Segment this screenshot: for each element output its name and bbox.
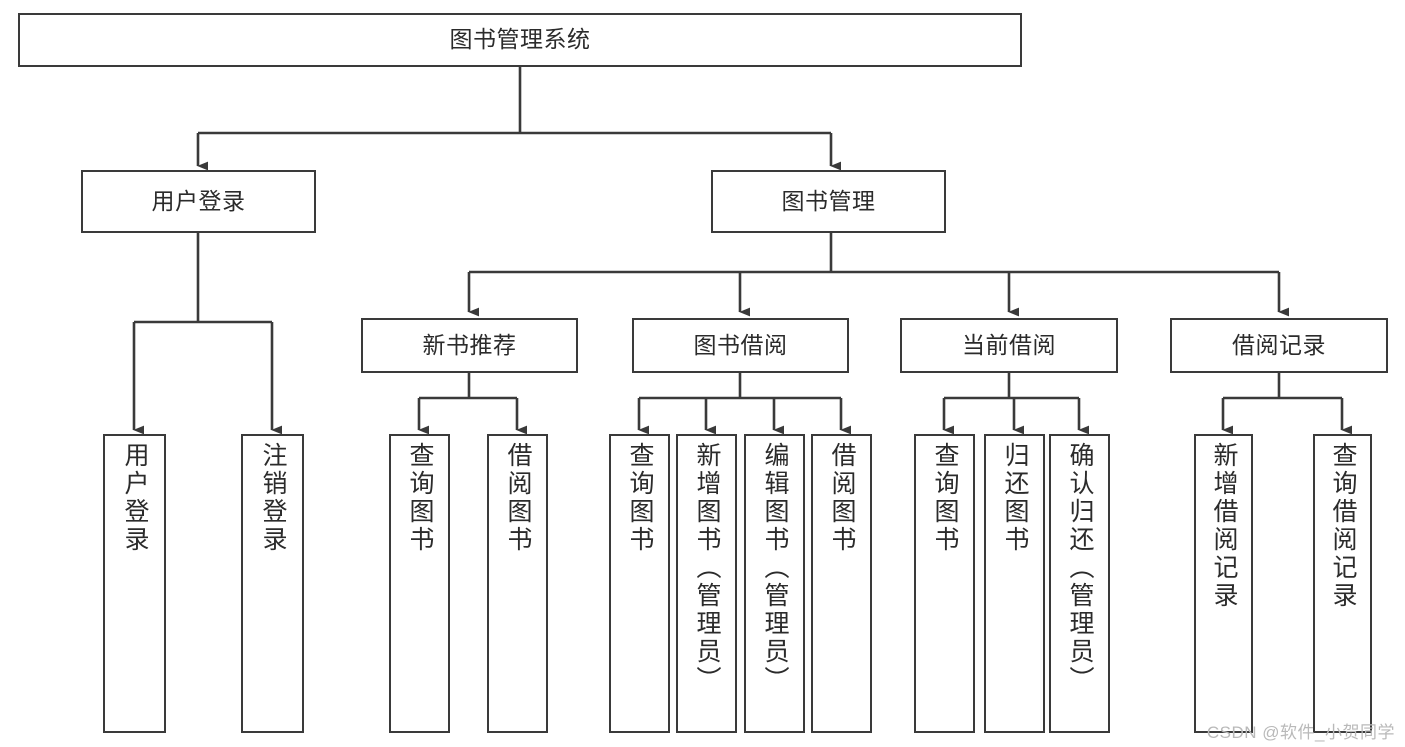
node-root[interactable]: 图书管理系统 (18, 13, 1022, 67)
node-book-borrow[interactable]: 图书借阅 (632, 318, 849, 373)
node-root-label: 图书管理系统 (449, 26, 591, 53)
node-leaf-return-book[interactable]: 归还图书 (984, 434, 1045, 733)
node-leaf-add-record[interactable]: 新增借阅记录 (1194, 434, 1253, 733)
node-user-login-label: 用户登录 (151, 187, 246, 214)
node-leaf-borrow-book-1[interactable]: 借阅图书 (487, 434, 548, 733)
node-leaf-user-logout-label: 注销登录 (259, 442, 287, 554)
node-leaf-confirm-return-label: 确认归还（管理员） (1066, 442, 1094, 694)
node-leaf-query-record-label: 查询借阅记录 (1329, 442, 1357, 610)
node-leaf-user-login-label: 用户登录 (121, 442, 149, 554)
node-leaf-query-book-1-label: 查询图书 (406, 442, 434, 554)
node-book-borrow-label: 图书借阅 (693, 331, 788, 358)
node-leaf-return-book-label: 归还图书 (1001, 442, 1029, 554)
node-leaf-query-book-3[interactable]: 查询图书 (914, 434, 975, 733)
node-leaf-borrow-book-2-label: 借阅图书 (828, 442, 856, 554)
node-user-login[interactable]: 用户登录 (81, 170, 316, 233)
node-new-book-recommend-label: 新书推荐 (422, 331, 517, 358)
node-leaf-borrow-book-1-label: 借阅图书 (504, 442, 532, 554)
node-leaf-query-record[interactable]: 查询借阅记录 (1313, 434, 1372, 733)
node-leaf-add-book-label: 新增图书（管理员） (693, 442, 721, 694)
node-leaf-query-book-3-label: 查询图书 (931, 442, 959, 554)
node-leaf-user-login[interactable]: 用户登录 (103, 434, 166, 733)
node-leaf-confirm-return[interactable]: 确认归还（管理员） (1049, 434, 1110, 733)
node-leaf-add-record-label: 新增借阅记录 (1210, 442, 1238, 610)
node-book-manage-label: 图书管理 (781, 187, 876, 214)
watermark-text: CSDN @软件_小贺同学 (1206, 723, 1395, 742)
node-book-manage[interactable]: 图书管理 (711, 170, 946, 233)
node-leaf-edit-book[interactable]: 编辑图书（管理员） (744, 434, 805, 733)
node-current-borrow-label: 当前借阅 (962, 331, 1056, 358)
node-leaf-add-book[interactable]: 新增图书（管理员） (676, 434, 737, 733)
node-borrow-record[interactable]: 借阅记录 (1170, 318, 1388, 373)
node-leaf-edit-book-label: 编辑图书（管理员） (761, 442, 789, 694)
node-leaf-borrow-book-2[interactable]: 借阅图书 (811, 434, 872, 733)
node-current-borrow[interactable]: 当前借阅 (900, 318, 1118, 373)
node-leaf-query-book-1[interactable]: 查询图书 (389, 434, 450, 733)
node-leaf-query-book-2[interactable]: 查询图书 (609, 434, 670, 733)
node-leaf-query-book-2-label: 查询图书 (626, 442, 654, 554)
node-leaf-user-logout[interactable]: 注销登录 (241, 434, 304, 733)
node-new-book-recommend[interactable]: 新书推荐 (361, 318, 578, 373)
node-borrow-record-label: 借阅记录 (1232, 331, 1326, 358)
